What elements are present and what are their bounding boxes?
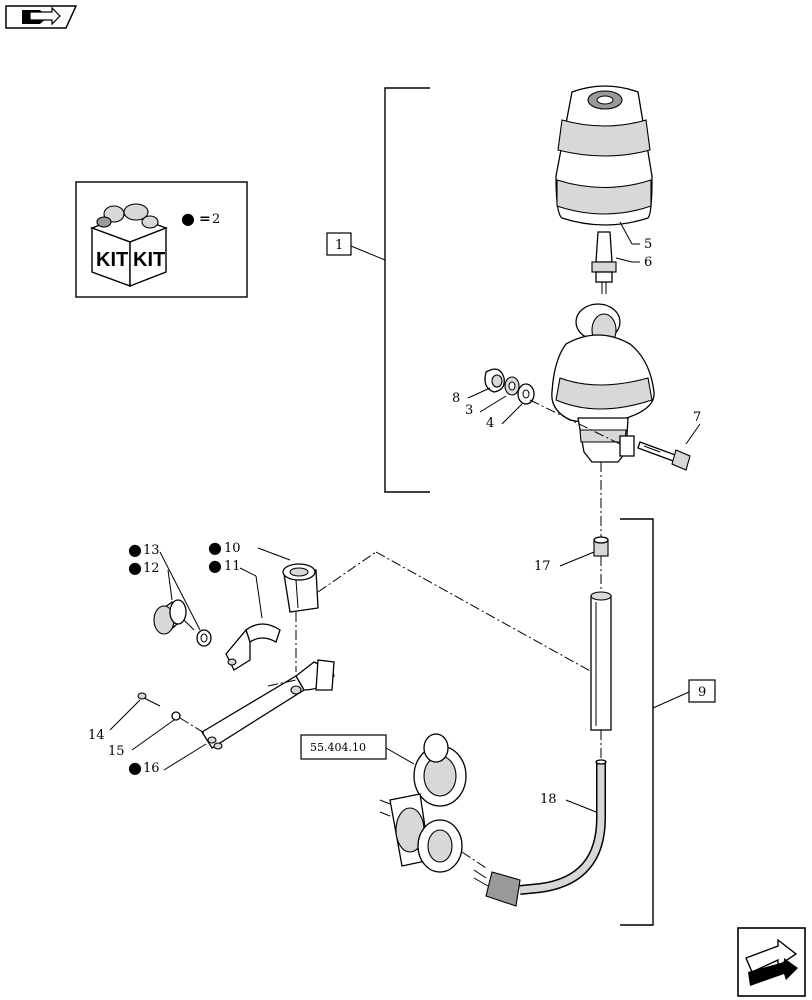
next-arrow-icon[interactable] (737, 927, 806, 997)
callout-5[interactable]: 5 (644, 237, 652, 252)
kit-dot-12: ● (128, 558, 142, 577)
support-arm: ● 16 (128, 612, 335, 777)
kit-dot-11: ● (208, 556, 222, 575)
callout-9[interactable]: 9 (698, 685, 706, 700)
callout-3[interactable]: 3 (465, 403, 473, 418)
rubber-pad: ● 13 ● 12 (128, 540, 212, 647)
callout-16[interactable]: 16 (143, 761, 160, 776)
bracket-assembly-9: 9 (620, 518, 716, 926)
callout-7[interactable]: 7 (693, 410, 701, 425)
screw: 7 (637, 410, 701, 471)
callout-6[interactable]: 6 (644, 255, 652, 270)
callout-8[interactable]: 8 (452, 391, 460, 406)
callout-10[interactable]: 10 (224, 541, 241, 556)
callout-1[interactable]: 1 (335, 238, 343, 253)
kit-dot-13: ● (128, 540, 142, 559)
pole-tube (590, 591, 612, 731)
callout-12[interactable]: 12 (143, 561, 160, 576)
callout-11[interactable]: 11 (224, 559, 241, 574)
kit-value: 2 (212, 212, 220, 227)
halogen-bulb: 6 (591, 231, 652, 294)
kit-label-left: KIT (96, 249, 128, 271)
beacon-base (551, 303, 655, 463)
back-arrow-icon[interactable] (5, 5, 78, 29)
fastener-set: 8 3 4 (452, 368, 621, 445)
kit-legend: KIT KIT ● = 2 (75, 181, 248, 298)
callout-14[interactable]: 14 (88, 728, 105, 743)
adapter: 17 (534, 536, 609, 574)
kit-dot-16: ● (128, 758, 142, 777)
beacon-lens: 5 (555, 85, 653, 252)
clamp: ● 11 (208, 556, 281, 671)
cable: 18 (473, 759, 607, 907)
callout-17[interactable]: 17 (534, 559, 551, 574)
callout-15[interactable]: 15 (108, 744, 125, 759)
socket-assembly: 55.404.10 (300, 733, 487, 873)
small-screw: 14 15 (88, 692, 207, 759)
callout-18[interactable]: 18 (540, 792, 557, 807)
kit-symbol: ● (181, 209, 195, 228)
kit-label-right: KIT (133, 249, 165, 271)
bushing: ● 10 (208, 538, 319, 613)
reference-label[interactable]: 55.404.10 (310, 741, 366, 754)
callout-13[interactable]: 13 (143, 543, 160, 558)
bracket-assembly-1: 1 (326, 87, 430, 493)
kit-dot-10: ● (208, 538, 222, 557)
callout-4[interactable]: 4 (486, 416, 494, 431)
kit-box-icon: KIT KIT (90, 203, 168, 288)
kit-equals: = (199, 211, 211, 227)
